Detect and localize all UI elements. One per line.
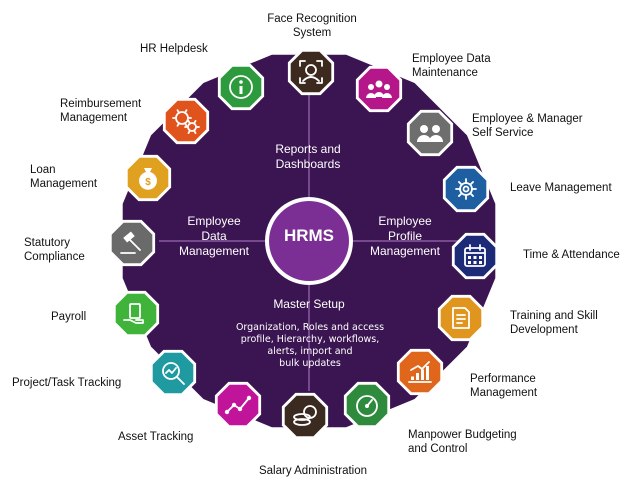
- money-bag-icon: $: [139, 168, 158, 190]
- money-hand-module: [112, 290, 160, 338]
- growth-chart-module: [396, 348, 444, 396]
- module-label: Salary Administration: [258, 465, 368, 477]
- svg-text:$: $: [145, 177, 151, 188]
- inner-label-bottom-desc: Organization, Roles and access profile, …: [235, 322, 385, 369]
- module-badge: [165, 100, 207, 142]
- module-badge: [217, 384, 259, 426]
- team-icon: [366, 80, 392, 98]
- module-label: Training and Skill Development: [510, 310, 598, 336]
- module-label: Performance Management: [470, 373, 538, 399]
- gauge-icon: [356, 395, 378, 417]
- module-label: Time & Attendance: [523, 249, 620, 261]
- calendar-icon: [464, 244, 486, 267]
- module-badge: [290, 51, 332, 93]
- gavel-module: [108, 219, 156, 267]
- module-label: Project/Task Tracking: [12, 377, 122, 389]
- module-badge: [440, 297, 482, 339]
- module-label: Employee Data Maintenance: [412, 53, 491, 79]
- module-label: Asset Tracking: [118, 431, 194, 443]
- gear-module: [442, 165, 490, 213]
- face-scan-icon: [299, 60, 323, 84]
- module-badge: [445, 168, 487, 210]
- module-label: Employee & Manager Self Service: [472, 113, 583, 139]
- growth-chart-icon: [408, 361, 432, 383]
- gears-icon: [172, 109, 200, 134]
- document-edit-icon: [452, 307, 470, 329]
- module-label: Manpower Budgeting and Control: [408, 429, 517, 455]
- document-edit-module: [437, 294, 485, 342]
- team-module: [355, 65, 403, 113]
- module-badge: [115, 293, 157, 335]
- coins-module: [281, 392, 329, 440]
- module-label: Payroll: [51, 311, 87, 323]
- module-label: HR Helpdesk: [140, 43, 208, 55]
- modules: $: [108, 48, 499, 440]
- module-badge: [358, 68, 400, 110]
- trend-line-icon: [224, 395, 252, 415]
- calendar-module: [451, 232, 499, 280]
- magnifier-chart-icon: [162, 362, 185, 385]
- inner-label-top: Reports and Dashboards: [275, 142, 341, 171]
- module-label: Reimbursement Management: [60, 98, 142, 124]
- module-label: Loan Management: [30, 164, 98, 190]
- face-scan-module: [287, 48, 335, 96]
- trend-line-module: [214, 381, 262, 429]
- module-badge: [409, 112, 451, 154]
- module-label: Leave Management: [510, 182, 612, 194]
- inner-label-right: Employee Profile Management: [369, 214, 441, 258]
- money-bag-module: $: [124, 154, 172, 202]
- people-group-icon: [417, 125, 443, 142]
- coins-icon: [293, 405, 317, 426]
- people-group-module: [406, 109, 454, 157]
- center-label: HRMS: [283, 226, 335, 245]
- gavel-icon: [120, 231, 141, 254]
- module-label: Statutory Compliance: [24, 237, 85, 263]
- inner-label-left: Employee Data Management: [178, 214, 250, 258]
- gears-module: [162, 97, 210, 145]
- magnifier-chart-module: [149, 349, 197, 397]
- info-module: [217, 63, 265, 111]
- gear-icon: [455, 178, 477, 200]
- info-icon: [229, 75, 253, 99]
- inner-label-bottom-title: Master Setup: [273, 297, 345, 311]
- center-disc: [269, 201, 349, 281]
- module-label: Face Recognition System: [267, 13, 357, 39]
- gauge-module: [343, 381, 391, 429]
- money-hand-icon: [123, 303, 144, 324]
